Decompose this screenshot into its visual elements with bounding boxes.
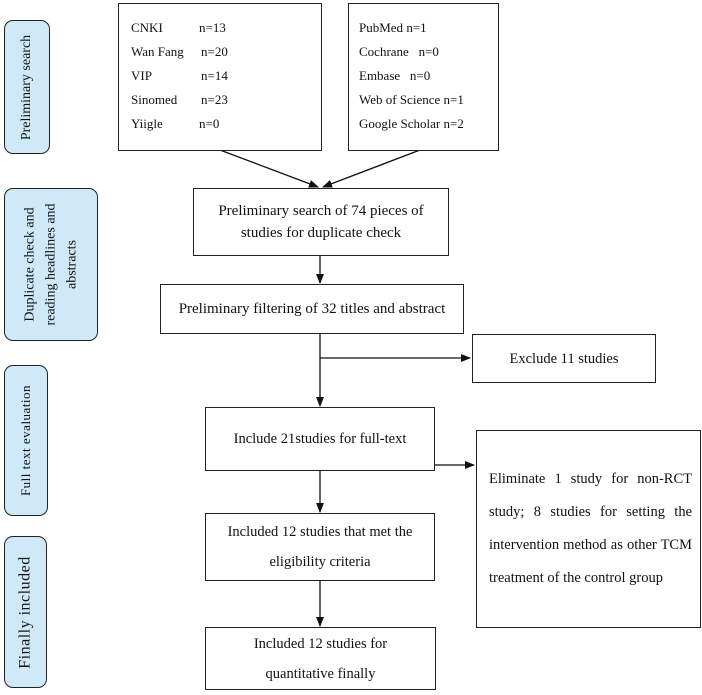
db-count: n=20 [201, 44, 228, 59]
duplicate-check-box: Preliminary search of 74 pieces of studie… [193, 188, 449, 256]
db-row: Yiigle n=0 [131, 116, 219, 132]
db-name: Wan Fang [131, 44, 184, 59]
filtering-box: Preliminary filtering of 32 titles and a… [160, 284, 464, 334]
box-text: Exclude 11 studies [509, 350, 619, 367]
db-count: n=0 [409, 68, 431, 83]
eligible-box: Included 12 studies that met the eligibil… [205, 513, 435, 581]
db-name: Web of Science [359, 92, 441, 107]
exclude-box: Exclude 11 studies [472, 334, 656, 383]
final-box: Included 12 studies for quantitative fina… [205, 627, 436, 690]
full-text-box: Include 21studies for full-text [205, 407, 435, 471]
db-count: n=2 [443, 116, 464, 131]
db-name: PubMed [359, 20, 404, 35]
box-text: Preliminary filtering of 32 titles and a… [178, 301, 446, 317]
db-name: Sinomed [131, 92, 178, 107]
db-name: Cochrane [359, 44, 409, 59]
box-text: Include 21studies for full-text [233, 431, 407, 447]
db-row: VIP n=14 [131, 68, 228, 84]
db-count: n=0 [418, 44, 439, 59]
stage-label: Preliminary search [19, 34, 35, 140]
db-row: PubMed n=1 [359, 20, 427, 36]
box-line: eligibility criteria [269, 554, 371, 570]
box-line: Included 12 studies that met the [227, 524, 413, 540]
db-name: Embase [359, 68, 401, 83]
box-text: Eliminate 1 study for non-RCT study; 8 s… [489, 471, 692, 586]
db-row: Google Scholar n=2 [359, 116, 464, 132]
db-count: n=23 [201, 92, 228, 107]
db-row: Cochrane n=0 [359, 44, 439, 60]
db-row: Embase n=0 [359, 68, 430, 84]
box-line: studies for duplicate check [240, 225, 402, 241]
stage-label: Duplicate check and reading headlines an… [20, 203, 83, 325]
db-row: CNKI n=13 [131, 20, 226, 36]
db-count: n=0 [199, 116, 220, 131]
box-line: Preliminary search of 74 pieces of [218, 203, 424, 219]
db-name: Yiigle [131, 116, 163, 131]
arrow-en-to-dup [322, 149, 421, 188]
stage-label-line: abstracts [64, 240, 80, 289]
chinese-databases-box: CNKI n=13 Wan Fang n=20 VIP n=14 Sinomed n=2… [118, 3, 322, 151]
stage-label: Finally included [17, 555, 34, 669]
stage-label-line: reading headlines and [43, 203, 59, 326]
db-row: Sinomed n=23 [131, 92, 228, 108]
box-line: Included 12 studies for [253, 635, 388, 652]
stage-duplicate-check: Duplicate check and reading headlines an… [4, 188, 98, 341]
db-count: n=13 [199, 20, 226, 35]
db-name: CNKI [131, 20, 163, 35]
db-row: Web of Science n=1 [359, 92, 464, 108]
stage-label: Full text evaluation [18, 384, 34, 497]
eliminate-box: Eliminate 1 study for non-RCT study; 8 s… [476, 430, 701, 628]
arrow-cn-to-dup [219, 149, 319, 188]
db-count: n=1 [443, 92, 464, 107]
stage-finally-included: Finally included [4, 536, 47, 688]
db-count: n=1 [406, 20, 427, 35]
stage-preliminary-search: Preliminary search [4, 20, 50, 154]
box-line: quantitative finally [265, 665, 376, 682]
db-row: Wan Fang n=20 [131, 44, 228, 60]
db-name: VIP [131, 68, 152, 83]
stage-full-text: Full text evaluation [4, 365, 48, 516]
db-count: n=14 [201, 68, 228, 83]
db-name: Google Scholar [359, 116, 441, 131]
english-databases-box: PubMed n=1 Cochrane n=0 Embase n=0 Web o… [348, 3, 499, 151]
stage-label-line: Duplicate check and [22, 207, 38, 322]
